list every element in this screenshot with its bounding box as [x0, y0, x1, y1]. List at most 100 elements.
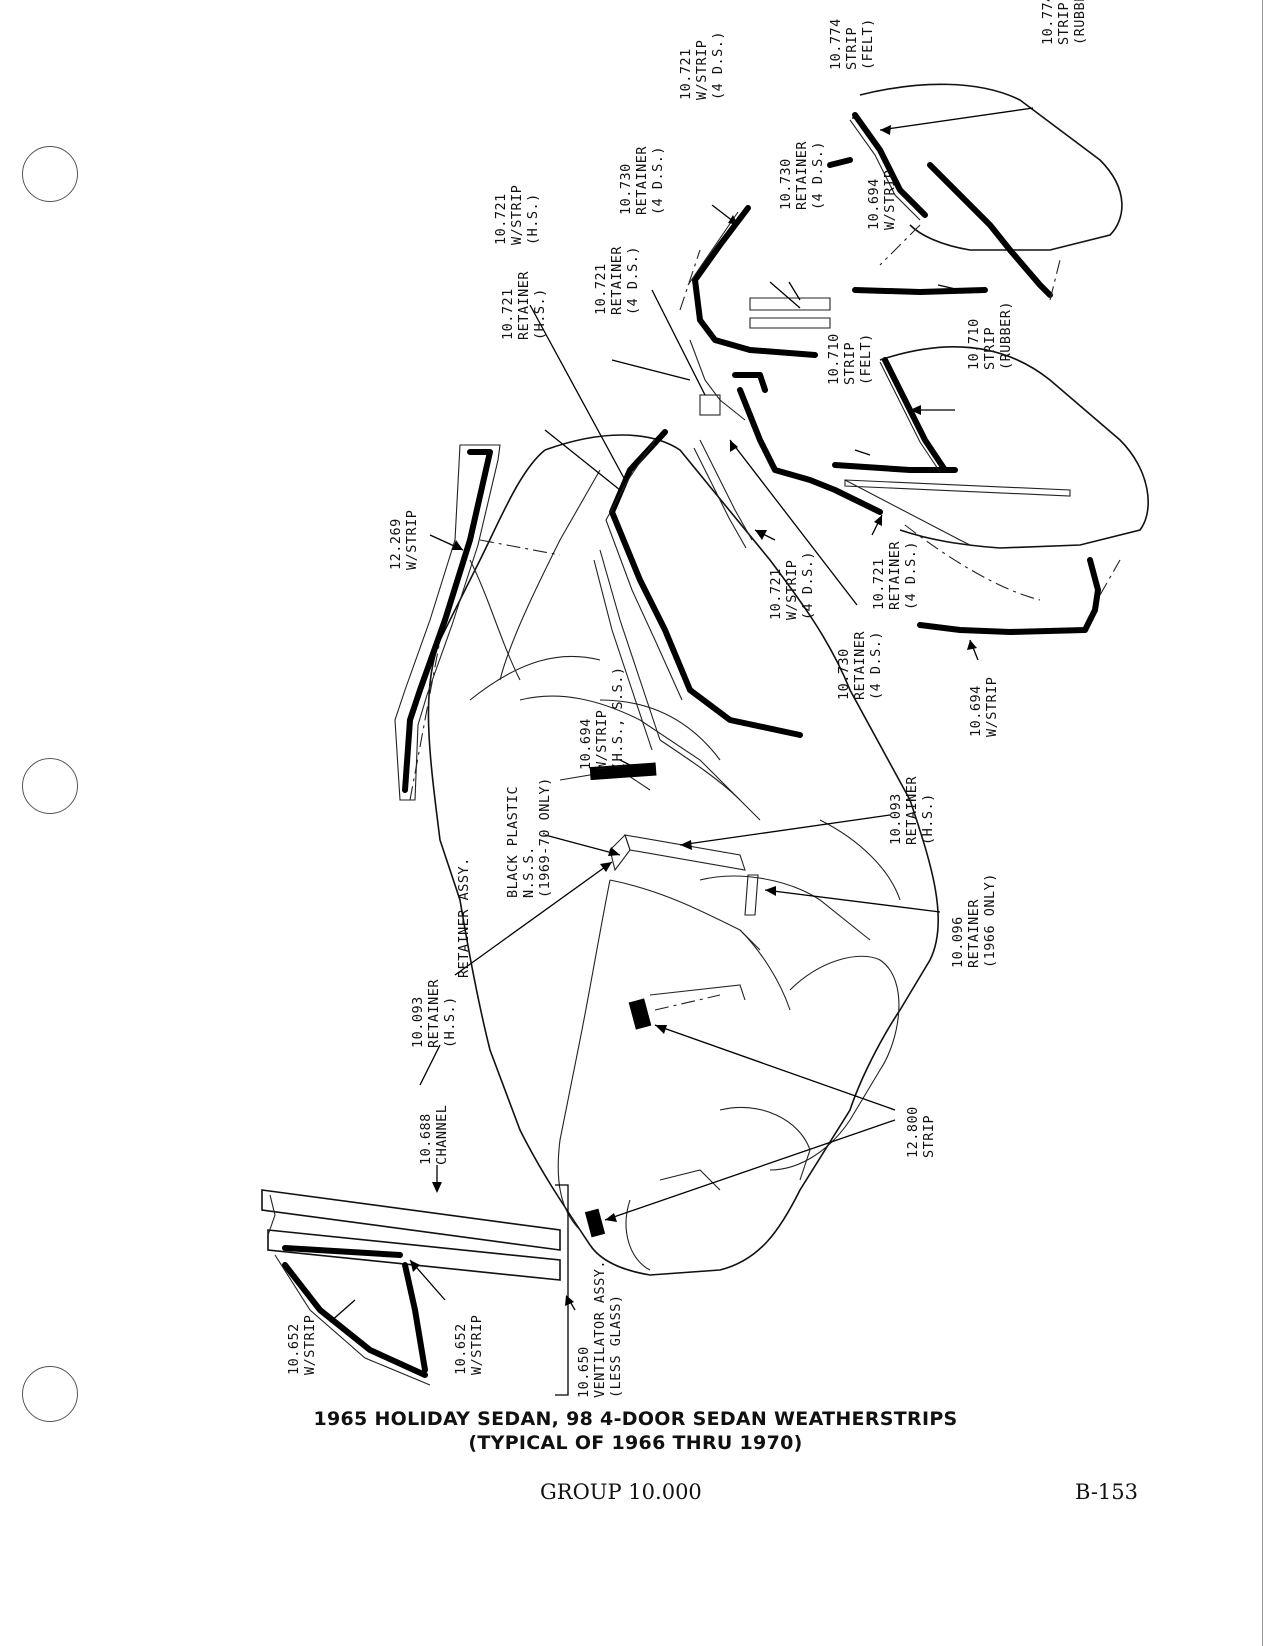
label-line: (4 D.S.)	[868, 631, 884, 700]
label-line: W/STRIP	[469, 1315, 485, 1375]
label-line: STRIP	[921, 1115, 937, 1158]
label-line: 10.093	[410, 996, 426, 1048]
binder-hole-top	[22, 146, 78, 202]
door-strips	[584, 984, 746, 1238]
label-line: 10.688	[418, 1113, 434, 1165]
label-line: RETAINER	[966, 899, 982, 968]
label-line: 10.730	[618, 163, 634, 215]
label-line: 10.694	[578, 718, 594, 770]
label-line: W/STRIP	[784, 560, 800, 620]
front-door-weatherstrip	[589, 429, 803, 916]
label-line: STRIP	[982, 327, 998, 370]
label-line: (4 D.S.)	[800, 551, 816, 620]
svg-text:RETAINER ASSY.: RETAINER ASSY.	[456, 857, 472, 978]
label-line: (FELT)	[860, 18, 876, 70]
label-line: (4 D.S.)	[625, 246, 641, 315]
label-line: (4 D.S.)	[710, 31, 726, 100]
label-line: W/STRIP	[404, 510, 420, 570]
label-line: (FELT)	[858, 333, 874, 385]
label-line: RETAINER	[904, 776, 920, 845]
label-line: W/STRIP	[509, 185, 525, 245]
svg-text:10.652 W/STRIP: 10.652 W/STRIP	[286, 1315, 318, 1375]
label-line: RETAINER	[634, 146, 650, 215]
svg-text:10.093 RETAINER: 10.093 RETAINER (H.S.)	[410, 970, 458, 1048]
label-line: (1966 ONLY)	[982, 873, 998, 968]
label-line: W/STRIP	[984, 677, 1000, 737]
label-line: RETAINER	[852, 631, 868, 700]
label-line: 10.721	[493, 193, 509, 245]
rear-door-weatherstrip	[679, 205, 883, 549]
label-line: (1969-70 ONLY)	[537, 777, 553, 898]
label-line: (RUBBER)	[998, 301, 1014, 370]
label-line: W/STRIP	[882, 170, 898, 230]
label-line: 10.650	[576, 1346, 592, 1398]
label-line: VENTILATOR ASSY.	[592, 1260, 608, 1398]
svg-text:10.721 W/STRIP: 10.721 W/STRIP (4 D.S.)	[768, 551, 816, 620]
label-line: (H.S.)	[525, 193, 541, 245]
label-line: 10.694	[968, 685, 984, 737]
svg-text:10.721 RETAINER: 10.721 RETAINER (H.S.)	[500, 262, 548, 340]
svg-text:12.800 STRIP: 12.800 STRIP	[905, 1098, 937, 1158]
svg-text:10.730 RETAINER: 10.730 RETAINER (4 D.S.)	[836, 622, 884, 700]
svg-text:10.688 CHANNEL: 10.688 CHANNEL	[418, 1105, 450, 1165]
label-line: 10.710	[966, 318, 982, 370]
label-line: 10.774	[828, 18, 844, 70]
svg-text:10.694 W/STRIP: 10.694 W/STRIP	[866, 170, 898, 230]
rear-door-panel	[832, 346, 1149, 635]
label-line: (4 D.S.)	[650, 146, 666, 215]
label-line: (H.S., S.S.)	[610, 666, 626, 770]
svg-text:10.652 W/STRIP: 10.652 W/STRIP	[453, 1315, 485, 1375]
label-line: RETAINER	[887, 541, 903, 610]
label-line: 10.652	[286, 1323, 302, 1375]
label-line: RETAINER	[426, 979, 442, 1048]
svg-text:10.694 W/STRIP: 10.694 W/STRIP (H.S., S.S.)	[578, 666, 626, 770]
label-line: 10.721	[768, 568, 784, 620]
label-line: STRIP	[1056, 2, 1072, 45]
label-line: 10.721	[593, 263, 609, 315]
svg-text:10.096 RETAINER: 10.096 RETAINER (1966 ONLY)	[950, 873, 998, 968]
svg-text:10.650 VENTILATOR ASSY: 10.650 VENTILATOR ASSY. (LESS GLASS)	[576, 1251, 624, 1398]
ventilator-assembly	[261, 1189, 561, 1386]
svg-text:10.774 STRIP (: 10.774 STRIP (FELT)	[828, 10, 876, 70]
car-body	[427, 434, 940, 1276]
label-line: 10.730	[836, 648, 852, 700]
label-line: N.S.S.	[521, 846, 537, 898]
leader-lines	[329, 107, 1034, 1396]
svg-text:10.710 STRIP (: 10.710 STRIP (RUBBER)	[966, 301, 1014, 370]
svg-text:12.269 W/STRIP: 12.269 W/STRIP	[388, 510, 420, 570]
page-number: B-153	[1075, 1480, 1138, 1504]
label-line: CHANNEL	[434, 1105, 450, 1165]
svg-text:BLACK PLASTIC N.S.S.: BLACK PLASTIC N.S.S. (1969-70 ONLY)	[505, 777, 553, 898]
label-line: RETAINER	[794, 141, 810, 210]
label-line: 10.721	[871, 558, 887, 610]
label-line: (H.S.)	[442, 996, 458, 1048]
label-line: 10.774	[1040, 0, 1056, 45]
svg-text:10.774 STRIP (: 10.774 STRIP (RUBBER)	[1040, 0, 1088, 45]
label-line: W/STRIP	[302, 1315, 318, 1375]
label-line: 10.652	[453, 1323, 469, 1375]
label-line: (4 D.S.)	[810, 141, 826, 210]
label-line: 10.721	[500, 288, 516, 340]
label-line: STRIP	[842, 342, 858, 385]
caption-subtitle: (TYPICAL OF 1966 THRU 1970)	[468, 1432, 803, 1454]
svg-text:10.721 RETAINER: 10.721 RETAINER (4 D.S.)	[593, 237, 641, 315]
label-line: BLACK PLASTIC	[505, 786, 521, 898]
label-line: RETAINER	[516, 271, 532, 340]
part-labels: 10.774 STRIP (FELT) 10.774 STRIP (RUBBER…	[286, 0, 1088, 1398]
svg-text:10.710 STRIP (: 10.710 STRIP (FELT)	[826, 325, 874, 385]
label-line: RETAINER ASSY.	[456, 857, 472, 978]
svg-text:10.730 RETAINER: 10.730 RETAINER (4 D.S.)	[778, 132, 826, 210]
label-line: (RUBBER)	[1072, 0, 1088, 45]
label-line: (H.S.)	[532, 288, 548, 340]
label-line: 10.721	[678, 48, 694, 100]
label-line: 10.096	[950, 916, 966, 968]
label-line: (H.S.)	[920, 793, 936, 845]
group-number: GROUP 10.000	[540, 1480, 702, 1504]
label-line: (LESS GLASS)	[608, 1294, 624, 1398]
label-line: W/STRIP	[694, 40, 710, 100]
svg-text:10.721 W/STRIP: 10.721 W/STRIP (4 D.S.)	[678, 31, 726, 100]
svg-text:10.730 RETAINER: 10.730 RETAINER (4 D.S.)	[618, 137, 666, 215]
label-line: 12.800	[905, 1106, 921, 1158]
